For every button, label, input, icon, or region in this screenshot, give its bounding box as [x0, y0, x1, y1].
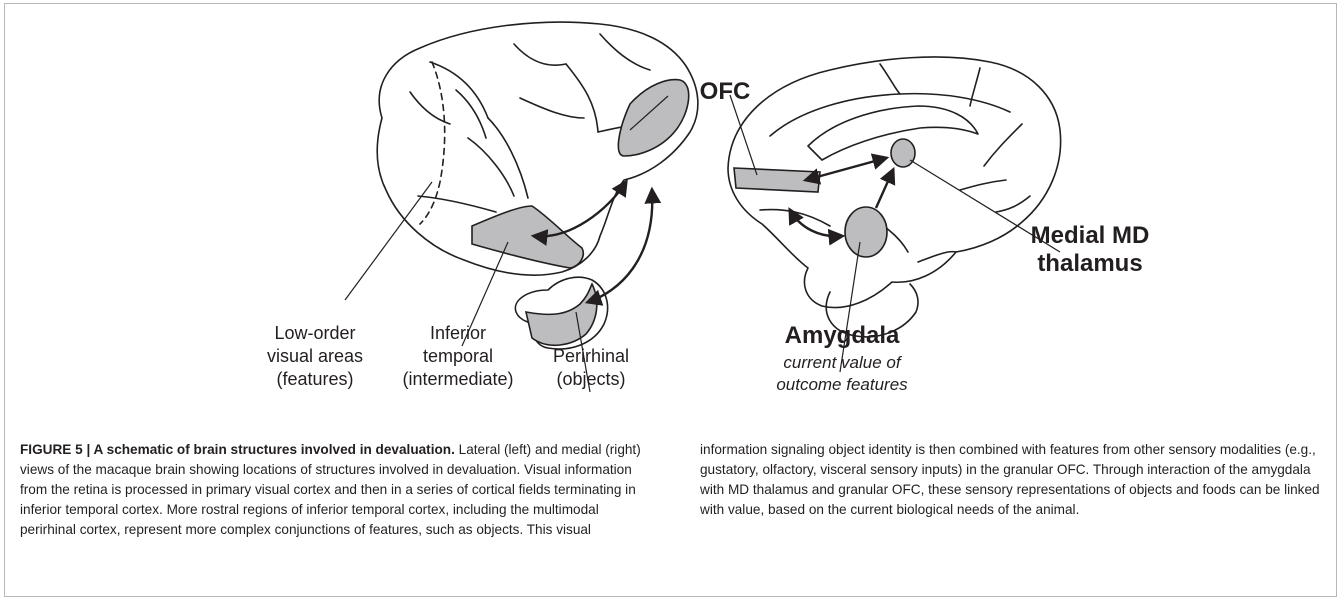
sulcus: [566, 64, 598, 132]
amygdala-note: current value of outcome features: [742, 352, 942, 396]
medial-brain-view: [728, 57, 1061, 337]
brain-schematic: [0, 0, 1342, 420]
figure-caption: FIGURE 5 | A schematic of brain structur…: [20, 440, 1322, 590]
caption-title: FIGURE 5 | A schematic of brain structur…: [20, 442, 455, 457]
sulcus: [468, 138, 514, 196]
label-line: (intermediate): [378, 368, 538, 391]
perirhinal-ofc-arrow: [588, 190, 652, 302]
lateral-brain-view: [377, 22, 698, 349]
label-line: Low-order: [240, 322, 390, 345]
sulcus: [418, 196, 496, 212]
label-line: current value of: [742, 352, 942, 374]
label-line: thalamus: [1000, 250, 1180, 278]
sulcus: [488, 118, 528, 198]
amygdala-region: [845, 207, 887, 257]
label-line: outcome features: [742, 374, 942, 396]
ofc-label: OFC: [690, 78, 760, 106]
medial-highlighted-regions: [734, 139, 915, 257]
inferior-temporal-region: [472, 206, 583, 268]
sulcus: [996, 196, 1030, 212]
perirhinal-label: Perirhinal (objects): [536, 345, 646, 391]
low-order-leader: [345, 182, 432, 300]
amygdala-thalamus-arrow: [876, 170, 893, 208]
sulcus: [520, 98, 584, 118]
caption-text: FIGURE 5 | A schematic of brain structur…: [20, 440, 1322, 540]
lateral-highlighted-regions: [472, 80, 689, 346]
label-line: visual areas: [240, 345, 390, 368]
label-line: temporal: [378, 345, 538, 368]
ofc-medial-leader: [730, 95, 757, 175]
sulcus: [880, 64, 900, 94]
label-line: Medial MD: [1000, 222, 1180, 250]
ofc-lateral-region: [618, 80, 688, 156]
sulcus: [514, 44, 566, 65]
inferior-temporal-label: Inferior temporal (intermediate): [378, 322, 538, 391]
label-line: (features): [240, 368, 390, 391]
low-order-visual-areas-label: Low-order visual areas (features): [240, 322, 390, 391]
sulcus: [456, 90, 486, 138]
sulcus: [984, 124, 1022, 166]
sulcus: [960, 180, 1006, 190]
cingulate-sulcus: [770, 94, 1010, 136]
amygdala-label: Amygdala: [752, 322, 932, 350]
label-line: Inferior: [378, 322, 538, 345]
md-thalamus-region: [891, 139, 915, 167]
ofc-amygdala-arrow: [790, 210, 842, 236]
medial-md-thalamus-label: Medial MD thalamus: [1000, 222, 1180, 278]
label-line: Perirhinal: [536, 345, 646, 368]
sulcus: [918, 252, 956, 262]
ofc-thalamus-arrow: [806, 158, 886, 180]
label-line: (objects): [536, 368, 646, 391]
sulcus: [600, 34, 650, 70]
sulcus: [430, 62, 488, 118]
